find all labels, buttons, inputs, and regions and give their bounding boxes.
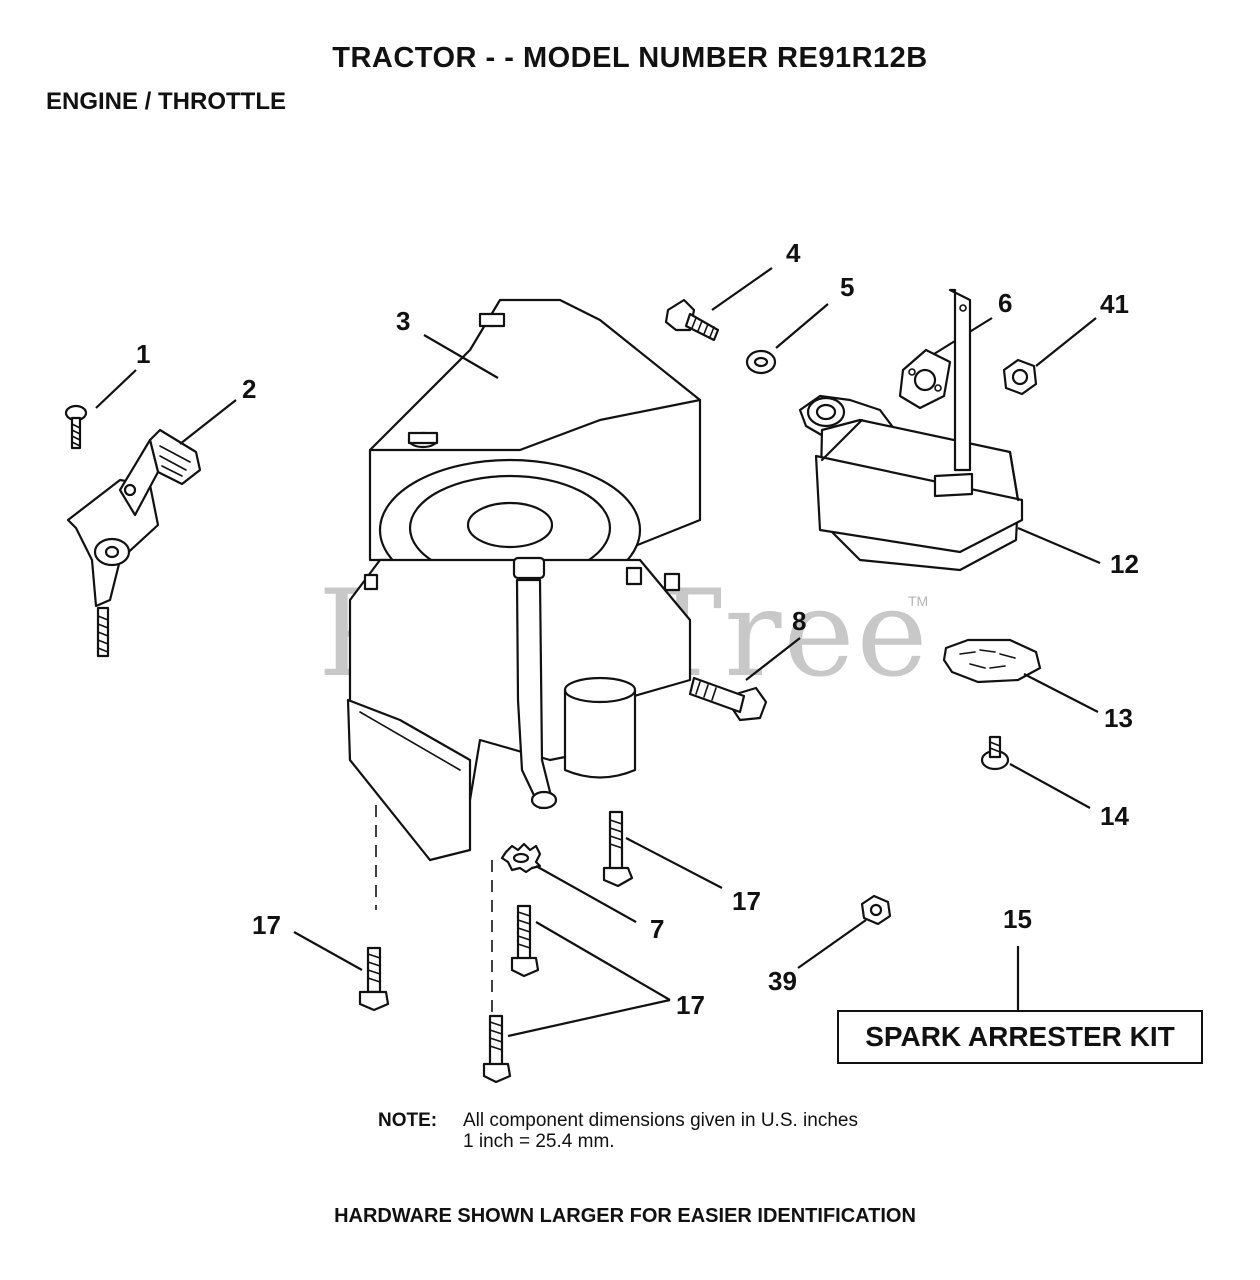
part-2-throttle-control bbox=[66, 428, 202, 658]
part-7-star-washer bbox=[500, 842, 542, 874]
callout-17-right: 17 bbox=[732, 886, 761, 916]
callout-14: 14 bbox=[1100, 801, 1129, 831]
part-12-muffler bbox=[798, 288, 1024, 572]
part-39-nut bbox=[860, 894, 892, 926]
watermark-tm: TM bbox=[908, 593, 928, 609]
callout-2: 2 bbox=[242, 374, 256, 404]
callout-8: 8 bbox=[792, 606, 806, 636]
callout-41: 41 bbox=[1100, 289, 1129, 319]
part-5-washer bbox=[745, 349, 777, 375]
section-subtitle: ENGINE / THROTTLE bbox=[46, 88, 286, 115]
part-8-bolt bbox=[688, 676, 768, 722]
page-title: TRACTOR - - MODEL NUMBER RE91R12B bbox=[332, 42, 928, 74]
callout-1: 1 bbox=[136, 339, 150, 369]
callout-6: 6 bbox=[998, 288, 1012, 318]
note-label: NOTE: bbox=[378, 1110, 438, 1131]
spark-arrester-kit-box: SPARK ARRESTER KIT bbox=[837, 1010, 1203, 1064]
part-17-bolt-c bbox=[510, 904, 540, 978]
part-17-bolt-d bbox=[482, 1014, 512, 1084]
callout-17-left: 17 bbox=[252, 910, 281, 940]
callout-15: 15 bbox=[1003, 904, 1032, 934]
part-3-engine bbox=[346, 298, 702, 862]
part-17-bolt-a bbox=[602, 810, 634, 888]
callout-3: 3 bbox=[396, 306, 410, 336]
part-6-gasket bbox=[898, 348, 952, 410]
callout-7: 7 bbox=[650, 914, 664, 944]
part-4-bolt bbox=[664, 298, 720, 342]
part-41-nut bbox=[1002, 358, 1038, 396]
callout-13: 13 bbox=[1104, 703, 1133, 733]
callout-4: 4 bbox=[786, 238, 801, 268]
note-text: All component dimensions given in U.S. i… bbox=[463, 1110, 858, 1152]
callout-17-bottom: 17 bbox=[676, 990, 705, 1020]
footer-note: HARDWARE SHOWN LARGER FOR EASIER IDENTIF… bbox=[334, 1205, 916, 1227]
callout-5: 5 bbox=[840, 272, 854, 302]
part-1-screw bbox=[64, 404, 88, 450]
part-13-spark-arrester-screen bbox=[942, 638, 1042, 684]
part-17-bolt-b bbox=[358, 946, 390, 1012]
callout-12: 12 bbox=[1110, 549, 1139, 579]
callout-39: 39 bbox=[768, 966, 797, 996]
part-14-screw bbox=[980, 735, 1010, 771]
